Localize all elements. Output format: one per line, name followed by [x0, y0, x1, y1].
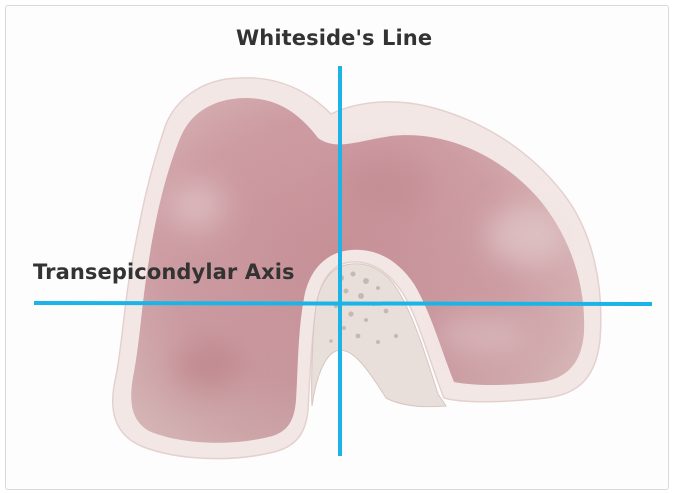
femur-illustration	[6, 6, 668, 489]
transepicondylar-axis-label: Transepicondylar Axis	[33, 260, 295, 284]
image-frame: Whiteside's Line Transepicondylar Axis	[5, 5, 669, 490]
transepicondylar-axis-line	[34, 303, 652, 304]
whitesides-line-label: Whiteside's Line	[236, 26, 432, 50]
